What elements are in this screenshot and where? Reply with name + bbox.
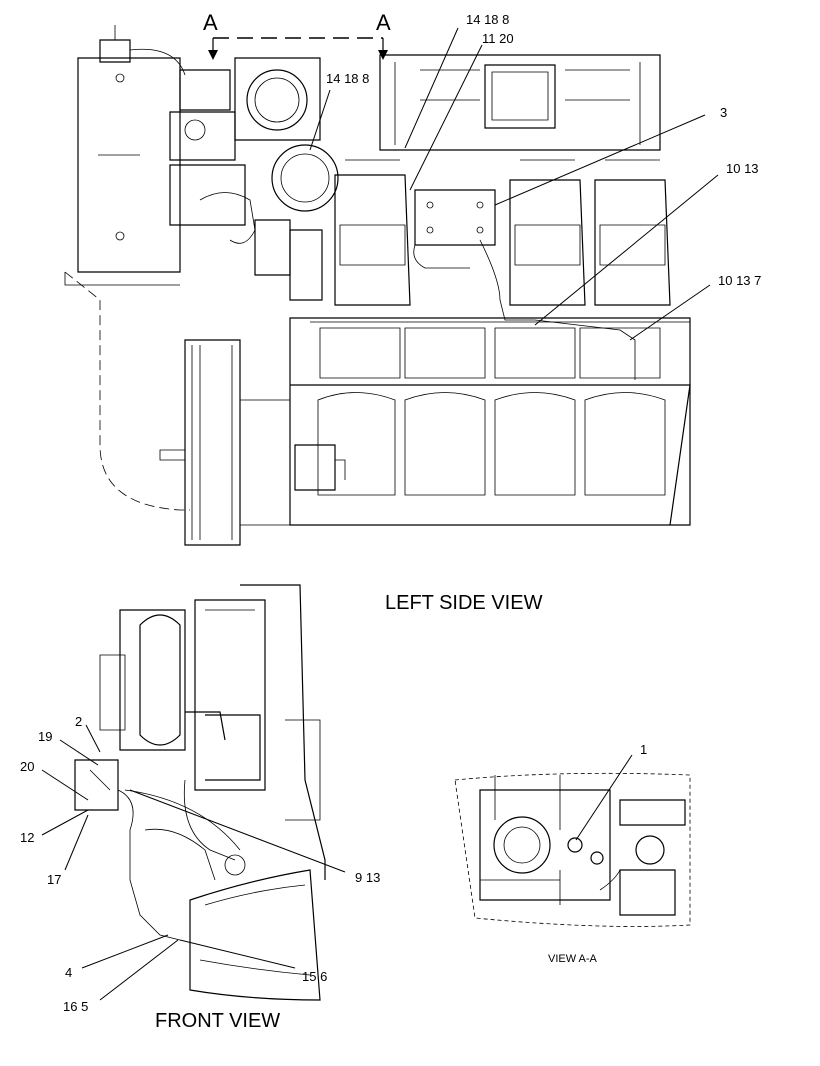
callout-9-13: 9 13 xyxy=(355,870,380,885)
engine-block xyxy=(289,317,691,526)
front-view-drawing xyxy=(74,584,326,1001)
callout-1: 1 xyxy=(640,742,647,757)
front-connector-box xyxy=(74,759,119,811)
leader-19 xyxy=(59,739,99,766)
left-side-view-drawing xyxy=(64,25,691,546)
callout-15-6: 15 6 xyxy=(302,969,327,984)
view-a-a-drawing xyxy=(454,772,691,927)
front-outline-right xyxy=(240,584,326,880)
front-view-title: FRONT VIEW xyxy=(155,1010,280,1032)
callout-17: 17 xyxy=(47,872,61,887)
cylinder-head-2 xyxy=(509,179,586,306)
ecm-module xyxy=(414,189,496,246)
callout-12: 12 xyxy=(20,830,34,845)
leader-2 xyxy=(85,724,101,753)
cylinder-head-3 xyxy=(594,179,671,306)
leader-11-20 xyxy=(409,44,483,191)
callout-19: 19 xyxy=(38,729,52,744)
leader-14-18-8-mid xyxy=(309,89,331,151)
view-a-a-housing xyxy=(479,789,611,901)
leader-17 xyxy=(64,814,89,871)
leader-15-6 xyxy=(179,939,296,969)
left-side-view-title: LEFT SIDE VIEW xyxy=(385,592,543,614)
front-cover xyxy=(119,609,186,751)
callout-2: 2 xyxy=(75,714,82,729)
front-damper xyxy=(189,869,321,1001)
leader-10-13-7 xyxy=(629,284,711,341)
callout-20: 20 xyxy=(20,759,34,774)
section-marker-right: A xyxy=(376,10,391,35)
leader-1 xyxy=(575,754,633,841)
cylinder-head-1 xyxy=(334,174,411,306)
callout-10-13: 10 13 xyxy=(726,161,759,176)
leader-12 xyxy=(41,809,89,836)
callout-14-18-8-top: 14 18 8 xyxy=(466,12,509,27)
callout-10-13-7: 10 13 7 xyxy=(718,273,761,288)
leader-20 xyxy=(41,769,89,801)
leader-4 xyxy=(81,934,169,969)
leader-16-5 xyxy=(99,939,179,1001)
callout-11-20: 11 20 xyxy=(482,31,514,46)
left-side-leaders xyxy=(309,27,719,341)
view-a-a-bore xyxy=(493,816,551,874)
housing-panel xyxy=(77,57,181,273)
aftercooler xyxy=(379,54,661,151)
front-radiator xyxy=(194,599,266,791)
leader-14-18-8-top xyxy=(404,27,459,149)
section-marker-left: A xyxy=(203,10,218,35)
leader-3 xyxy=(494,114,706,206)
view-a-a-boundary xyxy=(454,772,691,927)
section-arrowhead-left xyxy=(208,50,218,60)
callout-4: 4 xyxy=(65,965,72,980)
callout-3: 3 xyxy=(720,105,727,120)
callout-16-5: 16 5 xyxy=(63,999,88,1014)
leader-10-13 xyxy=(534,174,719,326)
flywheel xyxy=(184,339,241,546)
leader-9-13 xyxy=(129,789,346,873)
view-a-a-title: VIEW A-A xyxy=(548,953,598,965)
front-view-leaders xyxy=(41,724,346,1001)
callout-14-18-8-mid: 14 18 8 xyxy=(326,71,369,86)
